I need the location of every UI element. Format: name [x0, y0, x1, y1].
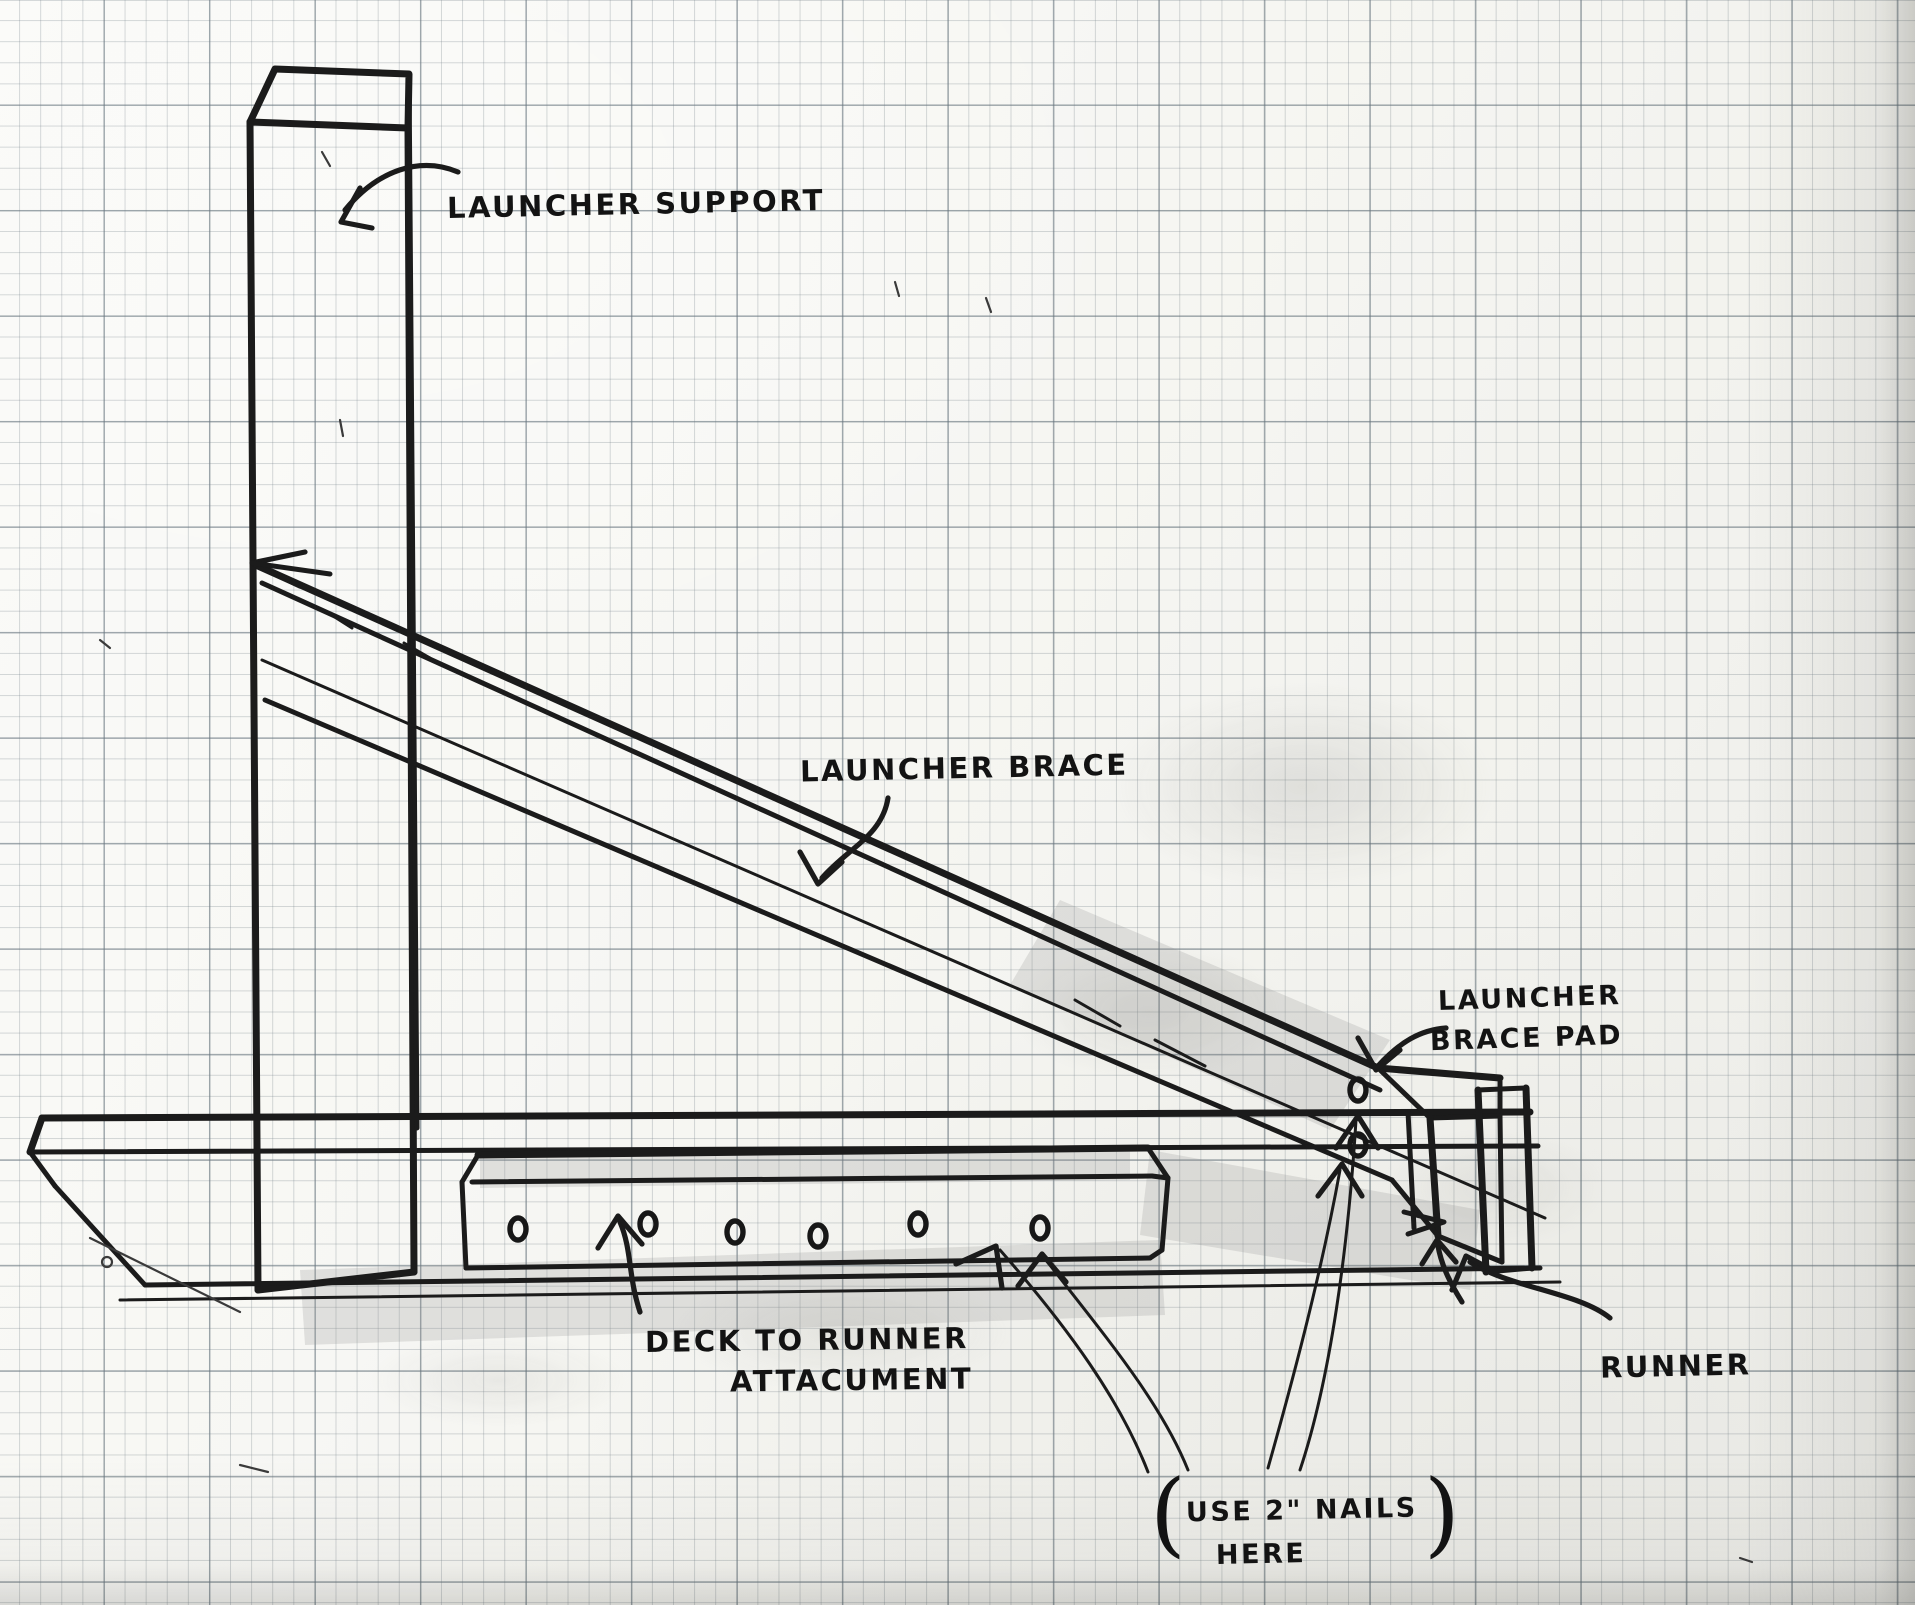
launcher-brace-pad [1347, 1064, 1536, 1276]
stray-pencil-marks [98, 280, 1754, 1564]
label-launcher-brace: LAUNCHER BRACE [799, 747, 1129, 789]
nail-note-paren-close: ) [1424, 1460, 1460, 1567]
leader-launcher-brace [797, 795, 891, 887]
label-runner: RUNNER [1599, 1347, 1752, 1385]
label-deck-to-runner-line2: ATTACUMENT [729, 1361, 974, 1399]
leader-launcher-support [338, 162, 461, 231]
label-launcher-brace-pad-line1: LAUNCHER [1437, 979, 1622, 1018]
label-deck-to-runner-line1: DECK TO RUNNER [644, 1321, 970, 1359]
label-nails-note-line1: USE 2" NAILS [1185, 1492, 1418, 1529]
leader-launcher-brace-pad [1355, 1025, 1449, 1073]
nail-hole-group [507, 1210, 1051, 1250]
leader-nail-callout [953, 1113, 1381, 1474]
deck-to-runner-attachment-board [459, 1144, 1171, 1271]
label-nails-note-line2: HERE [1215, 1538, 1307, 1571]
launcher-support-post [246, 65, 420, 1294]
leader-runner [1449, 1253, 1613, 1321]
launcher-brace [249, 549, 1547, 1220]
leader-pad-to-runner [1419, 1237, 1465, 1305]
label-launcher-brace-pad-line2: BRACE PAD [1429, 1019, 1624, 1058]
graphite-shading [300, 900, 1480, 1345]
leader-deck-to-runner [595, 1213, 645, 1315]
nail-note-paren-open: ( [1150, 1460, 1186, 1567]
label-launcher-support: LAUNCHER SUPPORT [446, 183, 826, 225]
